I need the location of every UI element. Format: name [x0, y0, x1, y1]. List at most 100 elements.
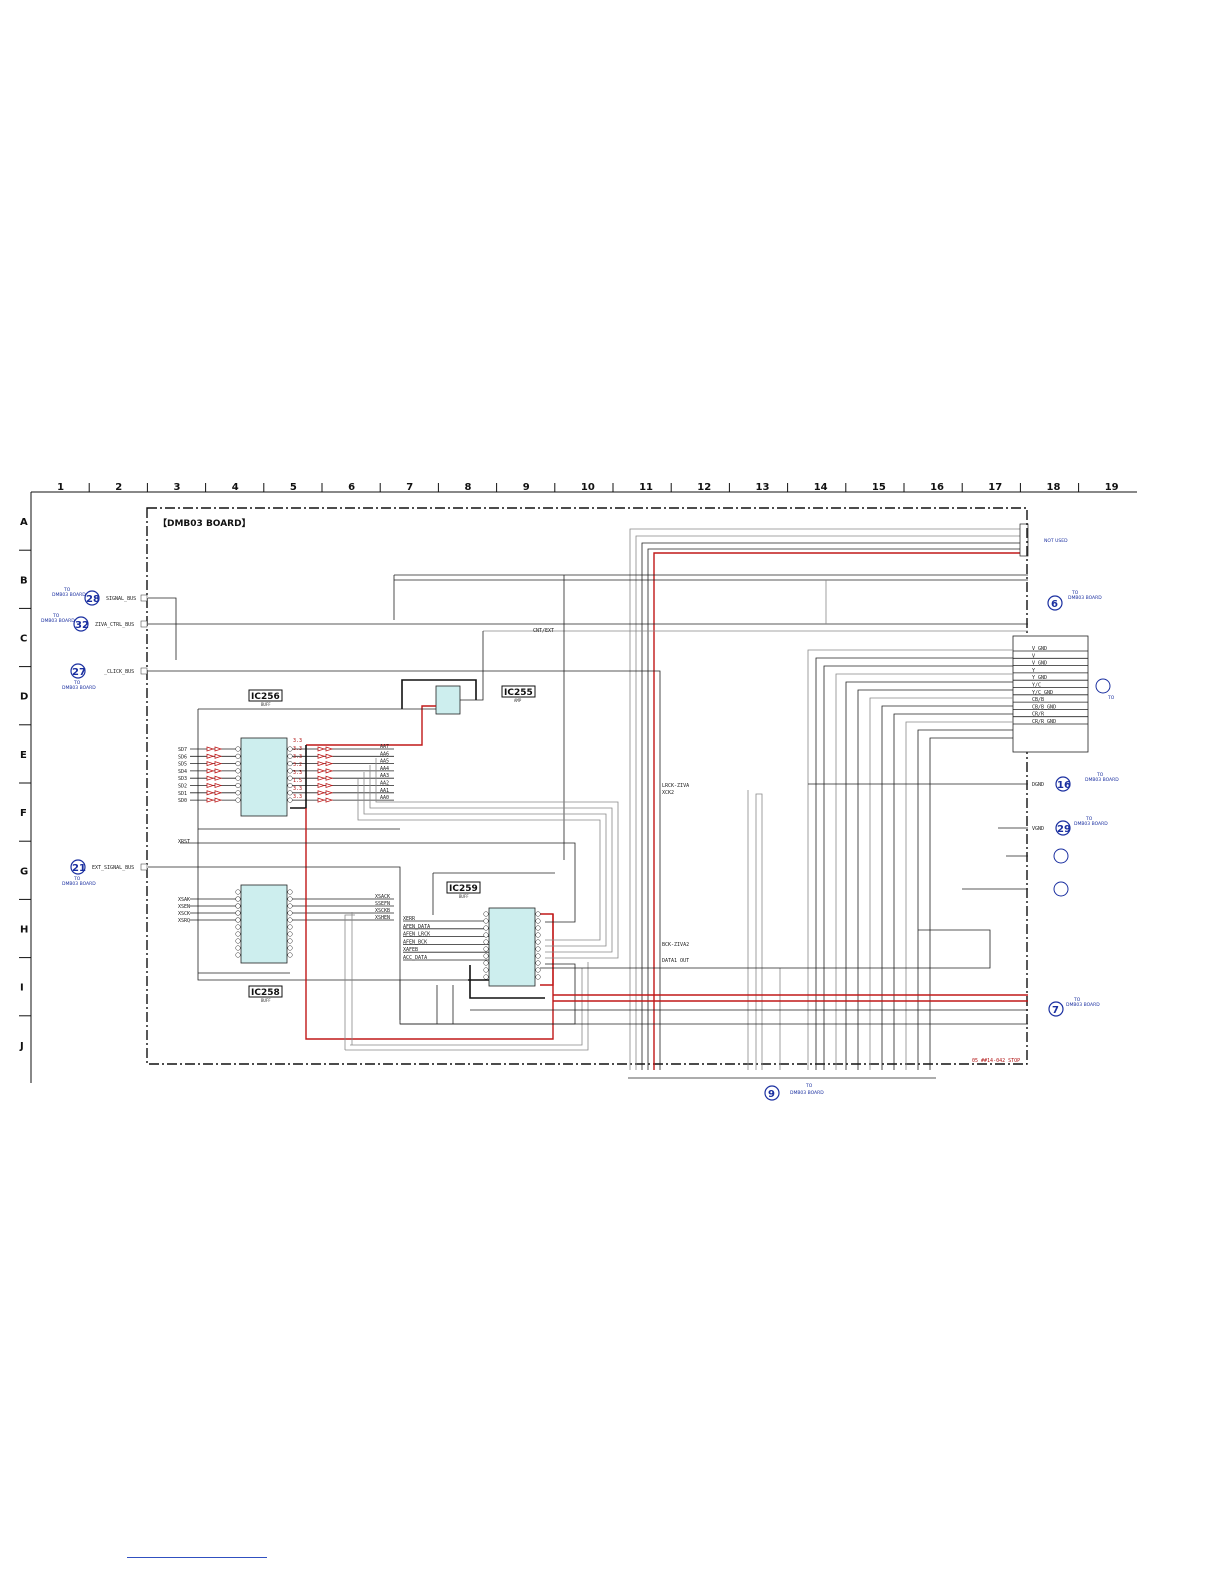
ic258-output-label: SSEFN — [375, 901, 390, 907]
svg-text:DMB03 BOARD: DMB03 BOARD — [1085, 777, 1119, 783]
svg-text:XRST: XRST — [178, 839, 190, 845]
ic256-output-label: AA6 — [380, 751, 389, 757]
row-letter: E — [20, 750, 27, 761]
row-letter: B — [20, 575, 28, 586]
column-number: 5 — [290, 482, 297, 493]
svg-text:BUFF: BUFF — [459, 894, 469, 899]
bottom-bus-wires — [628, 649, 1013, 1079]
svg-text:IC255: IC255 — [504, 688, 533, 698]
top-bus-wires — [629, 523, 1029, 1070]
ic-interconnect — [148, 758, 619, 1051]
ic256-output-label: AA7 — [380, 744, 389, 750]
voltage-label: 3.3 — [293, 770, 302, 776]
svg-text:7: 7 — [1052, 1005, 1059, 1016]
ic258-output-label: XSHEN — [375, 915, 390, 921]
ic256-input-label: SD5 — [178, 762, 187, 768]
svg-text:LRCK-ZIVA: LRCK-ZIVA — [662, 783, 689, 789]
voltage-label: 3.3 — [293, 754, 302, 760]
column-number: 14 — [814, 482, 828, 493]
svg-text:TO: TO — [1107, 695, 1115, 701]
video-bus-label: V — [1032, 653, 1035, 659]
svg-text:DMB03 BOARD: DMB03 BOARD — [1074, 821, 1108, 827]
column-number: 13 — [756, 482, 770, 493]
svg-text:DMB03 BOARD: DMB03 BOARD — [790, 1090, 824, 1096]
row-letter: I — [20, 983, 24, 994]
svg-text:05 ##14-042 STOP: 05 ##14-042 STOP — [972, 1058, 1020, 1064]
ic258-input-label: XSRQ — [178, 918, 190, 924]
svg-text:6: 6 — [1051, 599, 1058, 610]
board-frame — [146, 507, 1028, 1065]
svg-text:TO: TO — [1085, 816, 1093, 822]
ic256-output-label: AA5 — [380, 759, 389, 765]
voltage-label: 3.3 — [293, 794, 302, 800]
ic259-input-label: XAFEB — [403, 947, 418, 953]
svg-text:XCK2: XCK2 — [662, 790, 674, 796]
svg-text:DMB03 BOARD: DMB03 BOARD — [41, 618, 75, 624]
column-number: 2 — [115, 482, 122, 493]
ic256-output-label: AA4 — [380, 766, 389, 772]
ic259-input-label: ACC_DATA — [403, 955, 427, 961]
svg-text:ZIVA_CTRL_BUS: ZIVA_CTRL_BUS — [95, 622, 134, 628]
ic259-input-label: AFEN_LRCK — [403, 932, 430, 938]
column-number: 18 — [1047, 482, 1061, 493]
ic259-input-label: XERR — [403, 916, 416, 922]
ic256-input-label: SD0 — [178, 798, 187, 804]
board-title: 【DMB03 BOARD】 — [158, 518, 251, 529]
video-bus-label: V_GND — [1032, 646, 1047, 652]
ic259-input-label: AFEN_DATA — [403, 924, 430, 930]
column-number: 3 — [174, 482, 181, 493]
ic259: IC259 BUFF XERRAFEN_DATAAFEN_LRCKAFEN_BC… — [403, 872, 555, 999]
svg-text:DMB03 BOARD: DMB03 BOARD — [1066, 1002, 1100, 1008]
row-letter: A — [20, 517, 28, 528]
ic258-output-label: XSCKB — [375, 908, 390, 914]
svg-text:TO: TO — [805, 1083, 813, 1089]
video-bus-label: Y_GND — [1032, 675, 1047, 681]
ic258-input-label: XSAK — [178, 897, 190, 903]
svg-text:TO: TO — [73, 680, 81, 686]
video-bus-label: CR/R — [1032, 712, 1045, 718]
column-number: 19 — [1105, 482, 1119, 493]
left-connectors: 28 TO DMB03 BOARD SIGNAL_BUS 32 TO DMB03… — [41, 587, 148, 887]
row-letter: C — [20, 634, 27, 645]
column-number: 4 — [232, 482, 239, 493]
column-number: 11 — [639, 482, 653, 493]
video-bus-label: Y/C — [1032, 683, 1041, 689]
svg-text:SIGNAL_BUS: SIGNAL_BUS — [106, 596, 136, 602]
ic255: IC255 AMP — [198, 631, 536, 746]
ic258-output-label: XSACK — [375, 894, 390, 900]
svg-text:TO: TO — [1096, 772, 1104, 778]
svg-text:29: 29 — [1057, 824, 1071, 835]
footer-underline — [127, 1557, 267, 1558]
voltage-label: 3.3 — [293, 746, 302, 752]
column-number: 1 — [57, 482, 64, 493]
svg-text:VGND: VGND — [1032, 826, 1044, 832]
row-letter: G — [20, 866, 28, 877]
voltage-labels: 3.33.33.33.23.31.53.33.3 — [293, 738, 302, 800]
ic256-output-label: AA0 — [380, 795, 389, 801]
voltage-label: 3.2 — [293, 762, 302, 768]
svg-text:32: 32 — [75, 620, 89, 631]
svg-text:28: 28 — [86, 594, 100, 605]
svg-text:AMP: AMP — [514, 698, 522, 703]
svg-text:BUFF: BUFF — [261, 998, 271, 1003]
svg-text:DMB03 BOARD: DMB03 BOARD — [1068, 595, 1102, 601]
svg-text:TO: TO — [52, 613, 60, 619]
row-letter: J — [19, 1041, 24, 1052]
column-number: 10 — [581, 482, 595, 493]
column-number: 15 — [872, 482, 886, 493]
column-number: 12 — [697, 482, 711, 493]
column-number: 17 — [988, 482, 1002, 493]
video-bus-label: Y/C_GND — [1032, 690, 1053, 696]
ic259-input-label: AFEN_BCK — [403, 939, 427, 945]
ic256-output-label: AA1 — [380, 788, 389, 794]
ic256-input-label: SD2 — [178, 784, 187, 790]
ic256-input-label: SD4 — [178, 769, 187, 775]
right-connectors: 6 TO DMB03 BOARD 16 TO DMB03 BOARD DGND … — [764, 590, 1119, 1101]
voltage-label: 3.3 — [293, 738, 302, 744]
misc-labels: LRCK-ZIVA XCK2 BCK-ZIVA2 DATA1 OUT XRST … — [178, 783, 1020, 1064]
